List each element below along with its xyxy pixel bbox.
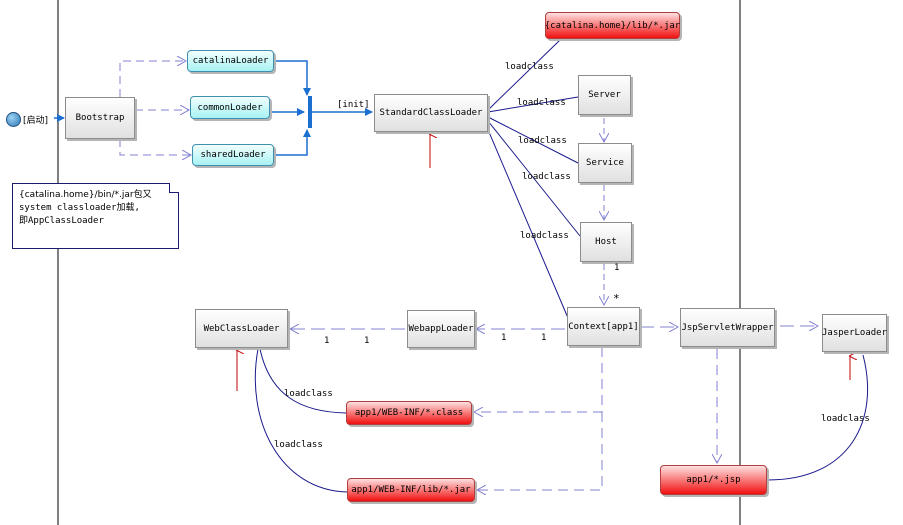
swimlane-lines <box>57 0 741 525</box>
node-app-jsp[interactable]: app1/*.jsp <box>660 465 767 495</box>
label-loadclass-context: loadclass <box>520 231 569 241</box>
edge-standard-libjar <box>487 39 561 111</box>
node-server[interactable]: Server <box>578 75 631 115</box>
edge-bootstrap-catalina <box>119 61 186 97</box>
classloader-note: {catalina.home}/bin/*.jar包又 system class… <box>12 183 179 249</box>
curve-webclass-class <box>259 348 347 414</box>
label-loadclass-libjar: loadclass <box>505 62 554 72</box>
loader-chain-edges <box>290 326 818 329</box>
loadclass-assoc-edges <box>485 39 581 319</box>
edge-context-class <box>474 347 603 412</box>
start-label: [启动] <box>23 116 49 126</box>
label-init: [init] <box>337 100 370 110</box>
curve-jasper-appjsp <box>767 354 869 481</box>
node-common-loader[interactable]: commonLoader <box>190 96 270 119</box>
node-jasper-loader[interactable]: JasperLoader <box>822 314 887 352</box>
node-shared-loader[interactable]: sharedLoader <box>192 144 274 166</box>
node-webinf-lib-jar[interactable]: app1/WEB-INF/lib/*.jar <box>347 478 475 502</box>
join-bar <box>308 96 312 128</box>
node-webinf-class[interactable]: app1/WEB-INF/*.class <box>346 401 472 425</box>
note-line-2: system classloader加载, <box>19 203 140 213</box>
node-host[interactable]: Host <box>580 222 632 262</box>
curve-webclass-libjar <box>254 348 348 493</box>
edge-standard-host <box>487 120 581 237</box>
edge-standard-context <box>485 124 569 319</box>
edge-bootstrap-shared <box>119 139 191 155</box>
mult-host-1: 1 <box>614 263 620 273</box>
loadclass-curves <box>254 348 869 493</box>
mult-webclass-1: 1 <box>324 336 330 346</box>
mult-webapp-left-1: 1 <box>364 336 370 346</box>
label-loadclass-jasper: loadclass <box>821 414 870 424</box>
bootstrap-loader-edges <box>119 61 191 155</box>
mult-context-1: 1 <box>541 333 547 343</box>
label-loadclass-server: loadclass <box>517 98 566 108</box>
node-jsp-servlet-wrapper[interactable]: JspServletWrapper <box>680 308 775 347</box>
label-loadclass-webinf-class: loadclass <box>284 389 333 399</box>
start-node-icon <box>6 112 21 127</box>
note-line-3: 即AppClassLoader <box>19 216 104 226</box>
label-loadclass-webinf-lib: loadclass <box>274 440 323 450</box>
red-markers <box>237 134 850 391</box>
edge-standard-service <box>487 116 579 164</box>
loader-join-edges <box>270 60 373 156</box>
note-fold-corner <box>169 183 179 193</box>
node-catalina-loader[interactable]: catalinaLoader <box>187 50 274 72</box>
node-context[interactable]: Context[app1] <box>567 307 640 346</box>
node-web-class-loader[interactable]: WebClassLoader <box>195 309 288 348</box>
node-webapp-loader[interactable]: WebappLoader <box>407 310 475 348</box>
edge-standard-server <box>487 96 579 113</box>
node-service[interactable]: Service <box>578 143 632 183</box>
note-line-1: {catalina.home}/bin/*.jar包又 <box>19 190 152 200</box>
edge-catalina-join <box>274 60 311 96</box>
node-catalina-lib-jar[interactable]: {catalina.home}/lib/*.jar <box>545 12 680 39</box>
node-bootstrap[interactable]: Bootstrap <box>65 97 135 139</box>
label-loadclass-service: loadclass <box>518 136 567 146</box>
edge-context-libjar <box>477 412 603 490</box>
label-loadclass-host: loadclass <box>522 172 571 182</box>
edge-shared-join <box>274 129 311 156</box>
mult-context-star: * <box>613 292 620 305</box>
node-standard-class-loader[interactable]: StandardClassLoader <box>374 94 488 132</box>
mult-webapp-right-1: 1 <box>501 333 507 343</box>
context-resource-edges <box>474 347 717 490</box>
